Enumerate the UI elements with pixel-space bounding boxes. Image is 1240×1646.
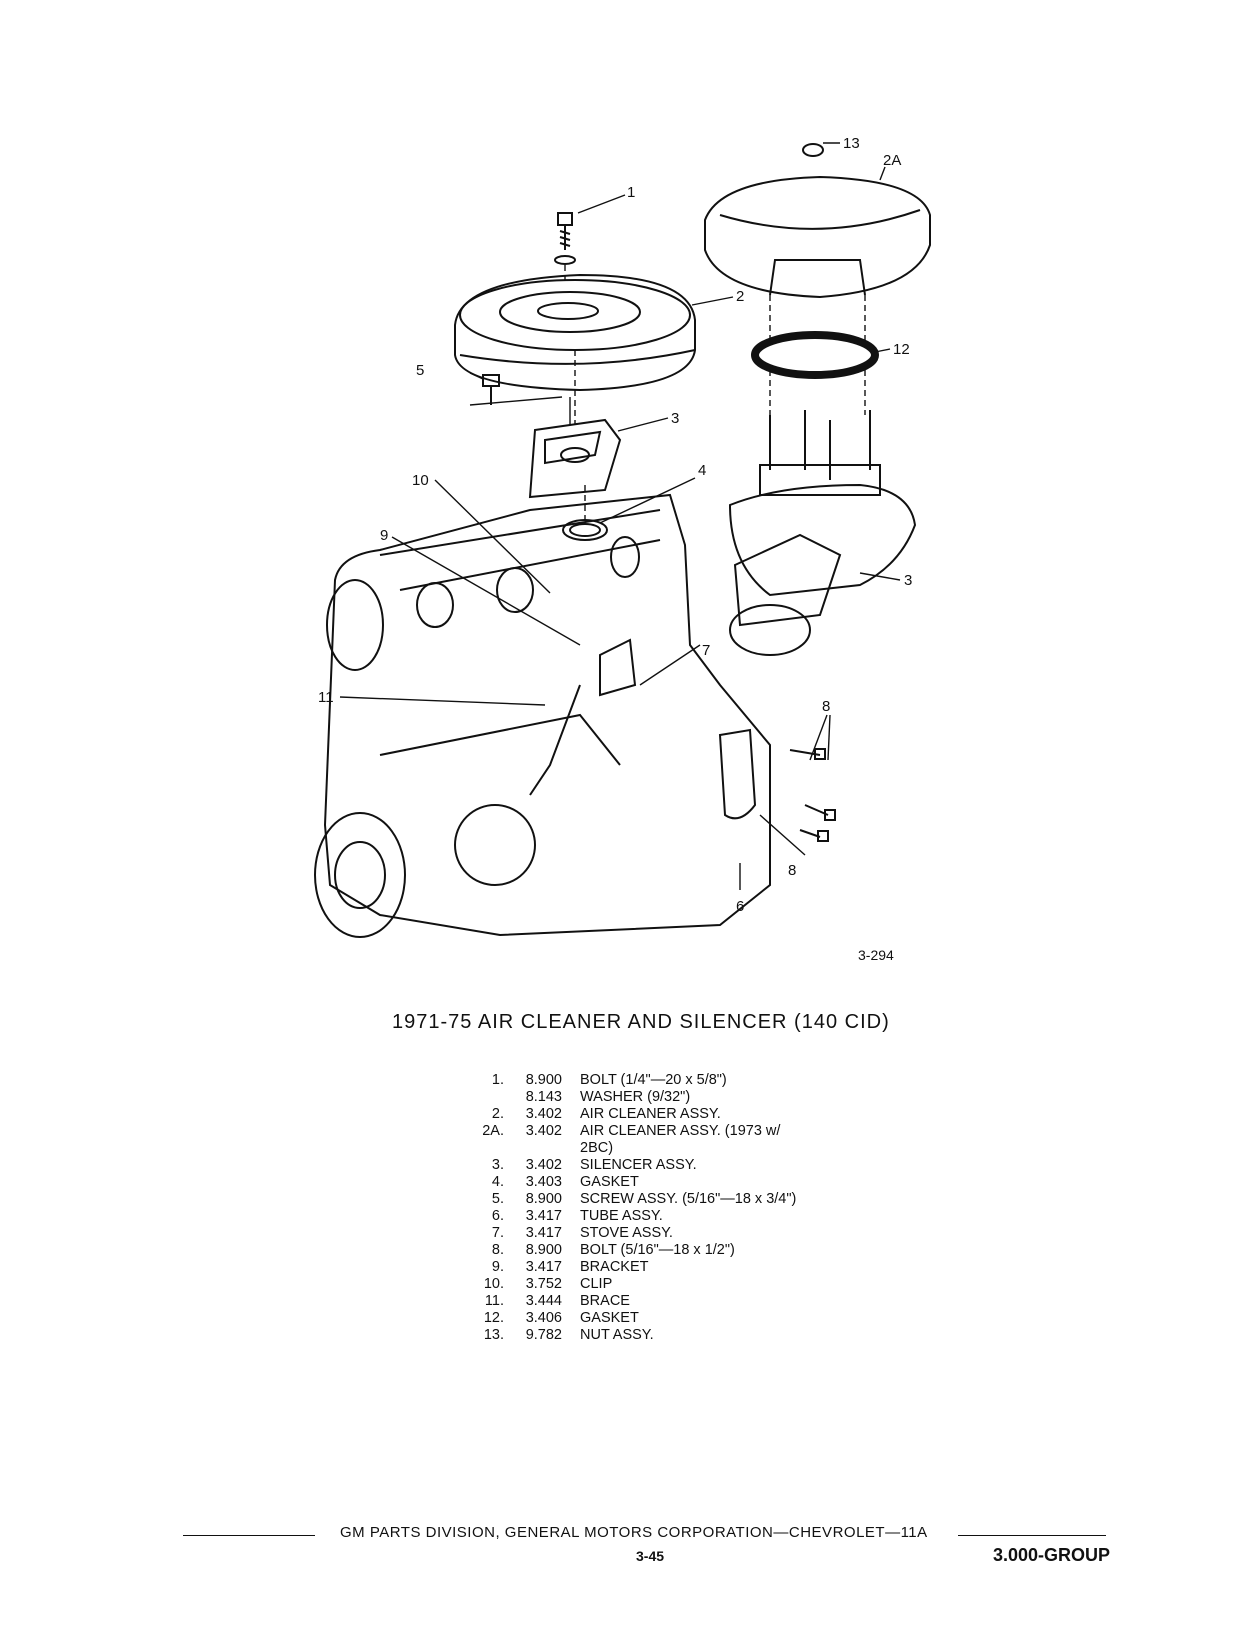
carburetor-base-part: [728, 410, 917, 656]
callout-2a: 2A: [883, 152, 901, 169]
callout-9: 9: [380, 527, 388, 544]
callout-4: 4: [698, 462, 706, 479]
part-description: AIR CLEANER ASSY.: [580, 1106, 721, 1122]
figure-id: 3-294: [858, 947, 894, 963]
callout-11: 11: [318, 689, 334, 706]
callout-6: 6: [736, 898, 744, 915]
part-number: 4.: [491, 1174, 504, 1190]
page-number: 3-45: [636, 1548, 665, 1564]
part-description: CLIP: [580, 1276, 613, 1292]
callout-2: 2: [736, 288, 744, 305]
part-description: GASKET: [580, 1174, 639, 1190]
part-description: AIR CLEANER ASSY. (1973 w/: [580, 1123, 781, 1139]
callout-5: 5: [416, 362, 424, 379]
part-description: STOVE ASSY.: [580, 1225, 673, 1241]
part-description: SILENCER ASSY.: [580, 1157, 697, 1173]
group-code: 8.900: [525, 1191, 562, 1207]
footer-text: GM PARTS DIVISION, GENERAL MOTORS CORPOR…: [340, 1524, 928, 1541]
part-number: 5.: [491, 1191, 504, 1207]
gasket-12-part: [751, 331, 879, 379]
group-code: 3.417: [525, 1208, 562, 1224]
group-code: 3.403: [525, 1174, 562, 1190]
part-description: GASKET: [580, 1310, 639, 1326]
part-number: 13.: [483, 1327, 504, 1343]
callout-3: 3: [671, 410, 679, 427]
footer-rule-left: [183, 1535, 315, 1536]
callout-3b: 3: [904, 572, 912, 589]
part-number: 1.: [491, 1072, 504, 1088]
callout-7: 7: [702, 642, 710, 659]
parts-row: 1. 8.900 BOLT (1/4"—20 x 5/8"): [470, 1072, 850, 1089]
leader-lines: [339, 142, 901, 890]
part-description: WASHER (9/32"): [580, 1089, 691, 1105]
part-description: BRACKET: [580, 1259, 649, 1275]
part-description: BRACE: [580, 1293, 630, 1309]
part-description: BOLT (1/4"—20 x 5/8"): [580, 1072, 727, 1088]
group-code: 3.406: [525, 1310, 562, 1326]
screw-part: [482, 374, 500, 405]
part-number: 8.: [491, 1242, 504, 1258]
group-code: [512, 1140, 580, 1157]
parts-row: 2. 3.402 AIR CLEANER ASSY.: [470, 1106, 850, 1123]
parts-row: 12. 3.406 GASKET: [470, 1310, 850, 1327]
group-code: 3.417: [525, 1259, 562, 1275]
group-code: 9.782: [525, 1327, 562, 1343]
callout-12: 12: [893, 341, 910, 358]
callout-8b: 8: [788, 862, 796, 879]
part-number: 12.: [483, 1310, 504, 1326]
engine-drawing: 1 2 2A 3 3 4 5 6 7 8 8 9 10 11 12 13: [314, 135, 931, 938]
group-code: 3.752: [525, 1276, 562, 1292]
footer-rule-right: [958, 1535, 1106, 1536]
part-number: [470, 1140, 512, 1157]
part-number: 6.: [491, 1208, 504, 1224]
part-number: 9.: [491, 1259, 504, 1275]
parts-row: 2A. 3.402 AIR CLEANER ASSY. (1973 w/: [470, 1123, 850, 1140]
silencer-part: [528, 418, 622, 499]
parts-row: 2BC): [470, 1140, 850, 1157]
part-number: [470, 1089, 512, 1106]
group-code: 3.402: [525, 1123, 562, 1139]
part-number: 10.: [483, 1276, 504, 1292]
air-cleaner-2a-part: [704, 143, 931, 299]
parts-row: 5. 8.900 SCREW ASSY. (5/16"—18 x 3/4"): [470, 1191, 850, 1208]
group-code: 3.417: [525, 1225, 562, 1241]
part-number: 3.: [491, 1157, 504, 1173]
part-number: 7.: [491, 1225, 504, 1241]
group-code: 3.444: [525, 1293, 562, 1309]
part-number: 2.: [491, 1106, 504, 1122]
engine-block-part: [314, 493, 771, 938]
parts-row: 7. 3.417 STOVE ASSY.: [470, 1225, 850, 1242]
group-code: 8.900: [525, 1072, 562, 1088]
callout-13: 13: [843, 135, 860, 152]
group-label: 3.000-GROUP: [993, 1545, 1111, 1565]
parts-row: 8.143 WASHER (9/32"): [470, 1089, 850, 1106]
group-code: 8.900: [525, 1242, 562, 1258]
parts-row: 4. 3.403 GASKET: [470, 1174, 850, 1191]
callout-1: 1: [627, 184, 635, 201]
part-description: TUBE ASSY.: [580, 1208, 663, 1224]
parts-row: 3. 3.402 SILENCER ASSY.: [470, 1157, 850, 1174]
parts-row: 13. 9.782 NUT ASSY.: [470, 1327, 850, 1344]
parts-row: 6. 3.417 TUBE ASSY.: [470, 1208, 850, 1225]
callout-8: 8: [822, 698, 830, 715]
group-code: 3.402: [525, 1106, 562, 1122]
parts-row: 9. 3.417 BRACKET: [470, 1259, 850, 1276]
group-code: 8.143: [525, 1089, 562, 1105]
part-description: 2BC): [580, 1140, 614, 1156]
part-description: SCREW ASSY. (5/16"—18 x 3/4"): [580, 1191, 797, 1207]
parts-list: 1. 8.900 BOLT (1/4"—20 x 5/8") 8.143 WASHER …: [470, 1072, 850, 1344]
part-number: 2A.: [482, 1123, 504, 1139]
parts-row: 11. 3.444 BRACE: [470, 1293, 850, 1310]
page-title: 1971-75 AIR CLEANER AND SILENCER (140 CI…: [392, 1011, 890, 1033]
exploded-view-illustration: 1 2 2A 3 3 4 5 6 7 8 8 9 10 11 12 13: [300, 125, 960, 1000]
parts-row: 8. 8.900 BOLT (5/16"—18 x 1/2"): [470, 1242, 850, 1259]
bolts-8-part: [789, 748, 836, 842]
callout-10: 10: [412, 472, 429, 489]
group-code: 3.402: [525, 1157, 562, 1173]
part-number: 11.: [484, 1293, 504, 1309]
parts-row: 10. 3.752 CLIP: [470, 1276, 850, 1293]
part-description: NUT ASSY.: [580, 1327, 654, 1343]
bolt-part: [554, 212, 576, 265]
part-description: BOLT (5/16"—18 x 1/2"): [580, 1242, 735, 1258]
